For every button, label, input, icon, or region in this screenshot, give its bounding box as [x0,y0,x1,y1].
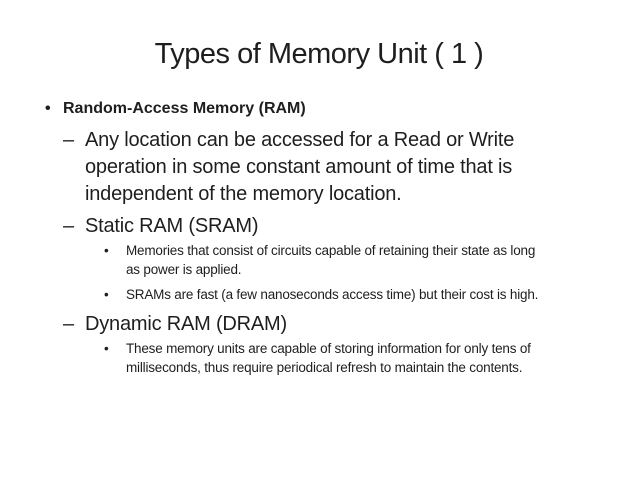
bullet-line: Memories that consist of circuits capabl… [126,243,536,258]
bullet-icon: • [104,341,109,356]
bullet-item-sram-detail-1: • Memories that consist of circuits capa… [40,241,620,279]
bullet-text-sram-detail-1: Memories that consist of circuits capabl… [126,241,620,279]
bullet-line: Static RAM (SRAM) [85,215,259,237]
bullet-line: Dynamic RAM (DRAM) [85,313,287,335]
dash-bullet-icon: – [63,313,74,335]
bullet-icon: • [45,100,51,117]
bullet-line: independent of the memory location. [85,183,402,205]
bullet-item-dram: – Dynamic RAM (DRAM) [40,311,620,338]
slide-title: Types of Memory Unit ( 1 ) [154,38,484,70]
bullet-line: These memory units are capable of storin… [126,341,531,356]
bullet-item-sram: – Static RAM (SRAM) [40,213,620,240]
bullet-text-dram-detail-1: These memory units are capable of storin… [126,339,620,377]
bullet-item-ram: • Random-Access Memory (RAM) [40,98,620,120]
dash-bullet-icon: – [63,129,74,151]
bullet-line: milliseconds, thus require periodical re… [126,360,523,375]
bullet-icon: • [104,287,109,302]
bullet-item-sram-detail-2: • SRAMs are fast (a few nanoseconds acce… [40,285,620,304]
bullet-icon: • [104,243,109,258]
bullet-line: SRAMs are fast (a few nanoseconds access… [126,287,539,302]
bullet-text-sram: Static RAM (SRAM) [85,213,620,240]
bullet-item-dram-detail-1: • These memory units are capable of stor… [40,339,620,377]
bullet-line: Random-Access Memory (RAM) [63,100,306,117]
bullet-item-any-location: – Any location can be accessed for a Rea… [40,127,620,208]
dash-bullet-icon: – [63,215,74,237]
bullet-text-ram: Random-Access Memory (RAM) [63,98,620,120]
bullet-line: Any location can be accessed for a Read … [85,129,515,151]
bullet-text-dram: Dynamic RAM (DRAM) [85,311,620,338]
bullet-line: operation in some constant amount of tim… [85,156,513,178]
bullet-text-any-location: Any location can be accessed for a Read … [85,127,620,208]
bullet-text-sram-detail-2: SRAMs are fast (a few nanoseconds access… [126,285,620,304]
bullet-line: as power is applied. [126,262,242,277]
